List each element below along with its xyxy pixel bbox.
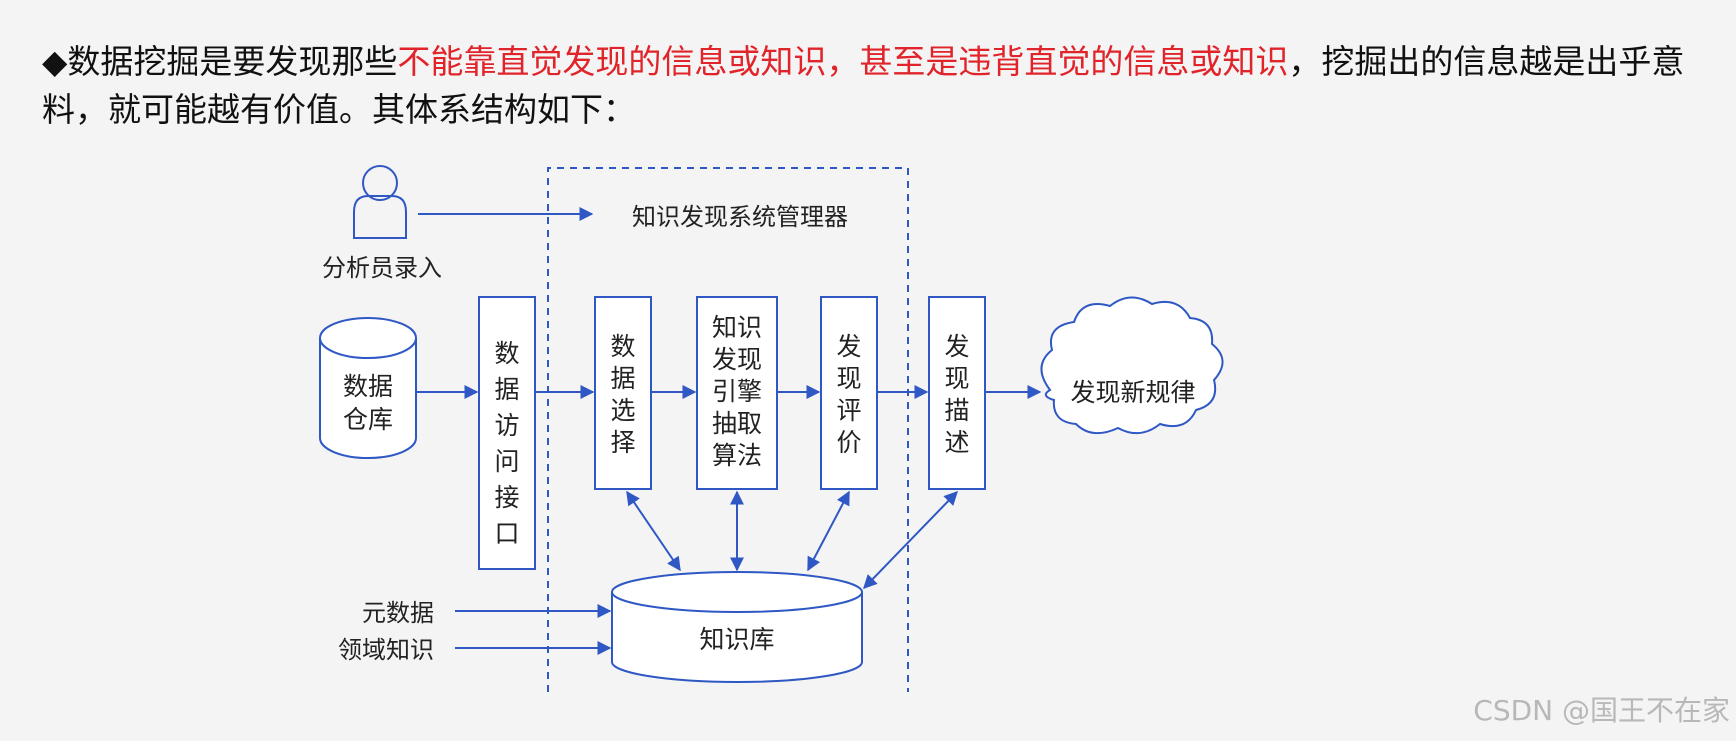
access-box xyxy=(478,296,536,570)
intro-highlight: 不能靠直觉发现的信息或知识，甚至是违背直觉的信息或知识 xyxy=(397,42,1289,81)
describe-box xyxy=(928,296,986,490)
describe-text-line: 发 xyxy=(944,332,969,361)
select-text-line: 选 xyxy=(610,396,635,425)
intro-text-1: 数据挖掘是要发现那些 xyxy=(67,42,398,81)
describe-text-line: 述 xyxy=(944,428,969,457)
access-text-line: 访 xyxy=(494,411,519,440)
person-icon xyxy=(353,165,407,239)
manager-boundary xyxy=(547,167,909,692)
bullet-diamond: ◆ xyxy=(42,42,68,81)
domain-label: 领域知识 xyxy=(338,636,434,664)
engine-text-line: 抽取 xyxy=(712,409,762,438)
engine-text-line: 发现 xyxy=(712,345,762,374)
warehouse-label-2: 仓库 xyxy=(343,405,393,434)
rules-label: 发现新规律 xyxy=(1070,378,1195,407)
kb-label: 知识库 xyxy=(699,625,774,654)
engine-box xyxy=(696,296,778,490)
intro-paragraph: ◆数据挖掘是要发现那些不能靠直觉发现的信息或知识，甚至是违背直觉的信息或知识，挖… xyxy=(42,38,1692,134)
engine-text-line: 知识 xyxy=(712,313,762,342)
arrow-describe-kb xyxy=(863,490,958,590)
select-text-line: 据 xyxy=(610,364,635,393)
warehouse-label-1: 数据 xyxy=(343,372,393,401)
engine-text-line: 引擎 xyxy=(712,377,762,406)
arrow-evaluate-kb xyxy=(807,490,850,572)
analyst-label: 分析员录入 xyxy=(322,254,442,282)
evaluate-text-line: 评 xyxy=(836,396,861,425)
access-text-line: 据 xyxy=(494,375,519,404)
select-box xyxy=(594,296,652,490)
access-text-line: 问 xyxy=(494,447,519,476)
meta-label: 元数据 xyxy=(362,599,434,627)
knowledge-base-cylinder xyxy=(611,571,863,683)
engine-text-line: 算法 xyxy=(712,441,762,470)
select-text-line: 择 xyxy=(610,428,635,457)
access-text-line: 口 xyxy=(494,519,519,548)
evaluate-text-line: 现 xyxy=(836,364,861,393)
evaluate-text-line: 价 xyxy=(836,428,861,457)
select-text-line: 数 xyxy=(610,332,635,361)
intro-text-2: ，挖掘出的信息越是出乎意料，就可能越有价值。其体系结构如下： xyxy=(42,42,1685,129)
arrow-select-kb xyxy=(626,490,681,572)
access-text-line: 接 xyxy=(494,483,519,512)
describe-text-line: 描 xyxy=(944,396,969,425)
evaluate-box xyxy=(820,296,878,490)
manager-label: 知识发现系统管理器 xyxy=(632,203,848,231)
cloud-icon xyxy=(1040,296,1224,435)
describe-text-line: 现 xyxy=(944,364,969,393)
access-text-line: 数 xyxy=(494,339,519,368)
watermark: CSDN @国王不在家 xyxy=(1473,694,1730,727)
database-cylinder-icon xyxy=(319,317,417,459)
evaluate-text-line: 发 xyxy=(836,332,861,361)
